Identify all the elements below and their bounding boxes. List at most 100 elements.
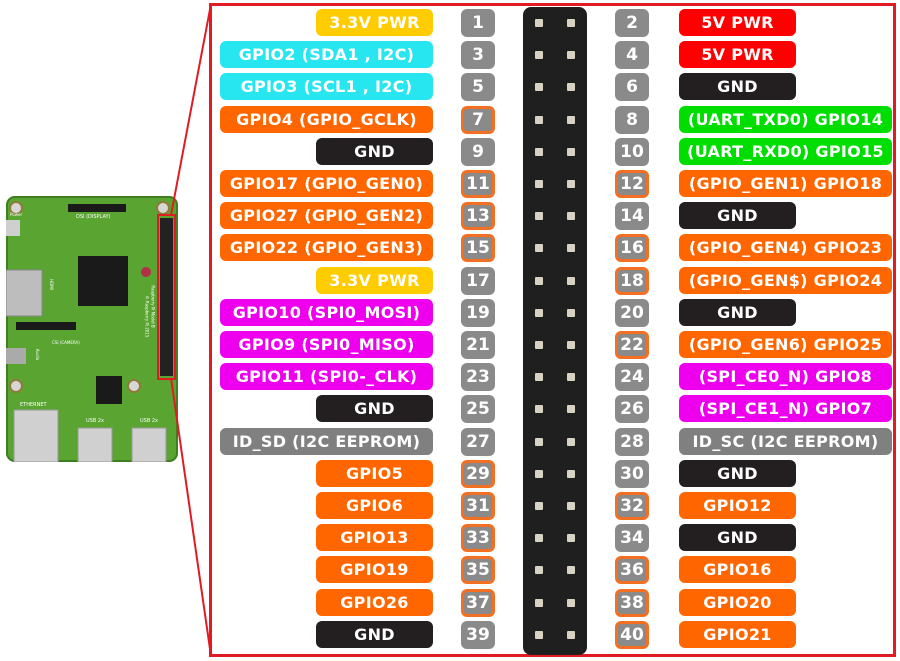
pin-21-label: GPIO9 (SPI0_MISO) bbox=[220, 331, 433, 358]
header-pin-19 bbox=[535, 309, 543, 317]
pin-13-label: GPIO27 (GPIO_GEN2) bbox=[220, 202, 433, 229]
raspberry-pi-board: DSI (DISPLAY) Power HDMI CSI (CAMERA) Au… bbox=[6, 196, 178, 462]
board-illustration bbox=[6, 201, 176, 462]
pin-number-10: 10 bbox=[615, 138, 649, 166]
pin-27-label: ID_SD (I2C EEPROM) bbox=[220, 428, 433, 455]
pin-10-label: (UART_RXD0) GPIO15 bbox=[679, 138, 892, 165]
header-pin-4 bbox=[567, 51, 575, 59]
pin-number-23: 23 bbox=[461, 363, 495, 391]
pin-number-16: 16 bbox=[615, 234, 649, 262]
pin-number-14: 14 bbox=[615, 202, 649, 230]
header-pin-8 bbox=[567, 116, 575, 124]
header-pin-2 bbox=[567, 19, 575, 27]
board-label-ethernet: ETHERNET bbox=[20, 402, 47, 408]
header-pin-34 bbox=[567, 534, 575, 542]
pin-20-label: GND bbox=[679, 299, 796, 326]
header-pin-27 bbox=[535, 438, 543, 446]
header-pin-11 bbox=[535, 180, 543, 188]
pin-number-2: 2 bbox=[615, 9, 649, 37]
pin-30-label: GND bbox=[679, 460, 796, 487]
pin-number-1: 1 bbox=[461, 9, 495, 37]
pin-11-label: GPIO17 (GPIO_GEN0) bbox=[220, 170, 433, 197]
pin-number-15: 15 bbox=[461, 234, 495, 262]
pin-number-12: 12 bbox=[615, 170, 649, 198]
header-pin-39 bbox=[535, 631, 543, 639]
pin-38-label: GPIO20 bbox=[679, 589, 796, 616]
pin-17-label: 3.3V PWR bbox=[316, 267, 433, 294]
header-pin-26 bbox=[567, 405, 575, 413]
pin-number-29: 29 bbox=[461, 460, 495, 488]
board-label-usb-right: USB 2x bbox=[140, 418, 158, 424]
pinout-callout-frame bbox=[209, 3, 896, 657]
board-label-model: Raspberry Pi Model B bbox=[150, 285, 156, 328]
pin-number-17: 17 bbox=[461, 267, 495, 295]
board-label-power: Power bbox=[10, 212, 23, 217]
pin-number-18: 18 bbox=[615, 267, 649, 295]
header-pin-15 bbox=[535, 244, 543, 252]
pin-23-label: GPIO11 (SPI0-_CLK) bbox=[220, 363, 433, 390]
header-pin-22 bbox=[567, 341, 575, 349]
pin-7-label: GPIO4 (GPIO_GCLK) bbox=[220, 106, 433, 133]
pin-number-33: 33 bbox=[461, 524, 495, 552]
gpio-header bbox=[523, 7, 587, 655]
pin-12-label: (GPIO_GEN1) GPIO18 bbox=[679, 170, 892, 197]
header-pin-33 bbox=[535, 534, 543, 542]
pin-36-label: GPIO16 bbox=[679, 556, 796, 583]
pin-33-label: GPIO13 bbox=[316, 524, 433, 551]
pin-35-label: GPIO19 bbox=[316, 556, 433, 583]
pin-number-11: 11 bbox=[461, 170, 495, 198]
header-pin-35 bbox=[535, 566, 543, 574]
pin-40-label: GPIO21 bbox=[679, 621, 796, 648]
pin-number-8: 8 bbox=[615, 106, 649, 134]
pin-number-38: 38 bbox=[615, 589, 649, 617]
pin-39-label: GND bbox=[316, 621, 433, 648]
pin-number-22: 22 bbox=[615, 331, 649, 359]
pin-number-9: 9 bbox=[461, 138, 495, 166]
pin-number-25: 25 bbox=[461, 395, 495, 423]
board-label-dsi: DSI (DISPLAY) bbox=[76, 214, 111, 220]
header-pin-32 bbox=[567, 502, 575, 510]
board-label-audio: Audio bbox=[35, 348, 41, 361]
pin-5-label: GPIO3 (SCL1 , I2C) bbox=[220, 73, 433, 100]
pin-number-37: 37 bbox=[461, 589, 495, 617]
pin-number-6: 6 bbox=[615, 73, 649, 101]
header-pin-9 bbox=[535, 148, 543, 156]
pin-2-label: 5V PWR bbox=[679, 9, 796, 36]
pin-number-27: 27 bbox=[461, 428, 495, 456]
pin-31-label: GPIO6 bbox=[316, 492, 433, 519]
pin-number-3: 3 bbox=[461, 41, 495, 69]
pin-28-label: ID_SC (I2C EEPROM) bbox=[679, 428, 892, 455]
header-pin-31 bbox=[535, 502, 543, 510]
header-pin-20 bbox=[567, 309, 575, 317]
board-label-csi: CSI (CAMERA) bbox=[52, 340, 80, 345]
header-pin-37 bbox=[535, 599, 543, 607]
header-pin-3 bbox=[535, 51, 543, 59]
header-pin-29 bbox=[535, 470, 543, 478]
pin-number-4: 4 bbox=[615, 41, 649, 69]
pin-number-19: 19 bbox=[461, 299, 495, 327]
header-pin-40 bbox=[567, 631, 575, 639]
pin-22-label: (GPIO_GEN6) GPIO25 bbox=[679, 331, 892, 358]
pin-4-label: 5V PWR bbox=[679, 41, 796, 68]
pin-number-31: 31 bbox=[461, 492, 495, 520]
pin-34-label: GND bbox=[679, 524, 796, 551]
pin-number-24: 24 bbox=[615, 363, 649, 391]
pin-29-label: GPIO5 bbox=[316, 460, 433, 487]
pin-16-label: (GPIO_GEN4) GPIO23 bbox=[679, 234, 892, 261]
header-pin-7 bbox=[535, 116, 543, 124]
pin-number-7: 7 bbox=[461, 106, 495, 134]
header-pin-16 bbox=[567, 244, 575, 252]
pin-number-26: 26 bbox=[615, 395, 649, 423]
header-pin-38 bbox=[567, 599, 575, 607]
header-pin-5 bbox=[535, 83, 543, 91]
pin-15-label: GPIO22 (GPIO_GEN3) bbox=[220, 234, 433, 261]
pin-6-label: GND bbox=[679, 73, 796, 100]
board-label-usb-left: USB 2x bbox=[86, 418, 104, 424]
header-pin-24 bbox=[567, 373, 575, 381]
pin-25-label: GND bbox=[316, 395, 433, 422]
pin-number-20: 20 bbox=[615, 299, 649, 327]
pin-number-40: 40 bbox=[615, 621, 649, 649]
pin-9-label: GND bbox=[316, 138, 433, 165]
board-label-hdmi: HDMI bbox=[48, 279, 54, 290]
